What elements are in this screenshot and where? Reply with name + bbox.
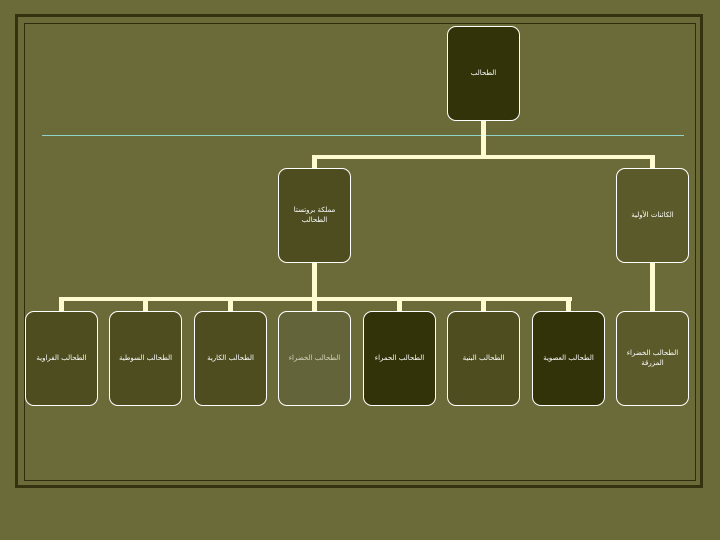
node-level2-8: الطحالب الخضراء المزرقة	[616, 311, 689, 406]
node-label: الطحالب الخضراء	[288, 353, 341, 362]
node-level2-3: الطحالب الكارية	[194, 311, 267, 406]
node-label: الطحالب السوطية	[118, 353, 173, 362]
connector-level2-drop-4	[312, 297, 317, 311]
node-label: الطحالب	[470, 68, 497, 77]
connector-level1-bar	[312, 155, 655, 159]
node-level2-6: الطحالب البنية	[447, 311, 520, 406]
node-label: الكائنات الأولية	[631, 210, 674, 219]
connector-level2-drop-3	[228, 297, 233, 311]
node-label: الطحالب الخضراء المزرقة	[626, 349, 679, 367]
connector-root-stem	[481, 121, 486, 158]
connector-protista-stem	[312, 263, 317, 300]
node-label: مملكة بروتستا الطحالب	[293, 206, 336, 224]
node-level2-4: الطحالب الخضراء	[278, 311, 351, 406]
connector-level1-drop-right	[650, 155, 655, 169]
connector-primitive-stem	[650, 263, 655, 311]
horizontal-rule	[42, 135, 684, 136]
connector-level1-drop-left	[312, 155, 317, 169]
node-label: الطحالب الحمراء	[374, 353, 425, 362]
connector-level2-drop-7	[566, 297, 571, 311]
node-label: الطحالب الكارية	[207, 353, 254, 362]
connector-level2-drop-2	[143, 297, 148, 311]
node-label: الطحالب العصوية	[543, 353, 594, 362]
connector-level2-drop-6	[481, 297, 486, 311]
node-primitive-organisms: الكائنات الأولية	[616, 168, 689, 263]
inner-frame	[24, 23, 696, 481]
node-level2-2: الطحالب السوطية	[109, 311, 182, 406]
node-level2-1: الطحالب الفراوية	[25, 311, 98, 406]
connector-level2-drop-5	[397, 297, 402, 311]
outer-frame	[15, 14, 703, 488]
node-protista-algae: مملكة بروتستا الطحالب	[278, 168, 351, 263]
node-level2-7: الطحالب العصوية	[532, 311, 605, 406]
node-label: الطحالب البنية	[462, 353, 505, 362]
connector-level2-drop-1	[59, 297, 64, 311]
node-root-algae: الطحالب	[447, 26, 520, 121]
node-label: الطحالب الفراوية	[36, 353, 87, 362]
node-level2-5: الطحالب الحمراء	[363, 311, 436, 406]
